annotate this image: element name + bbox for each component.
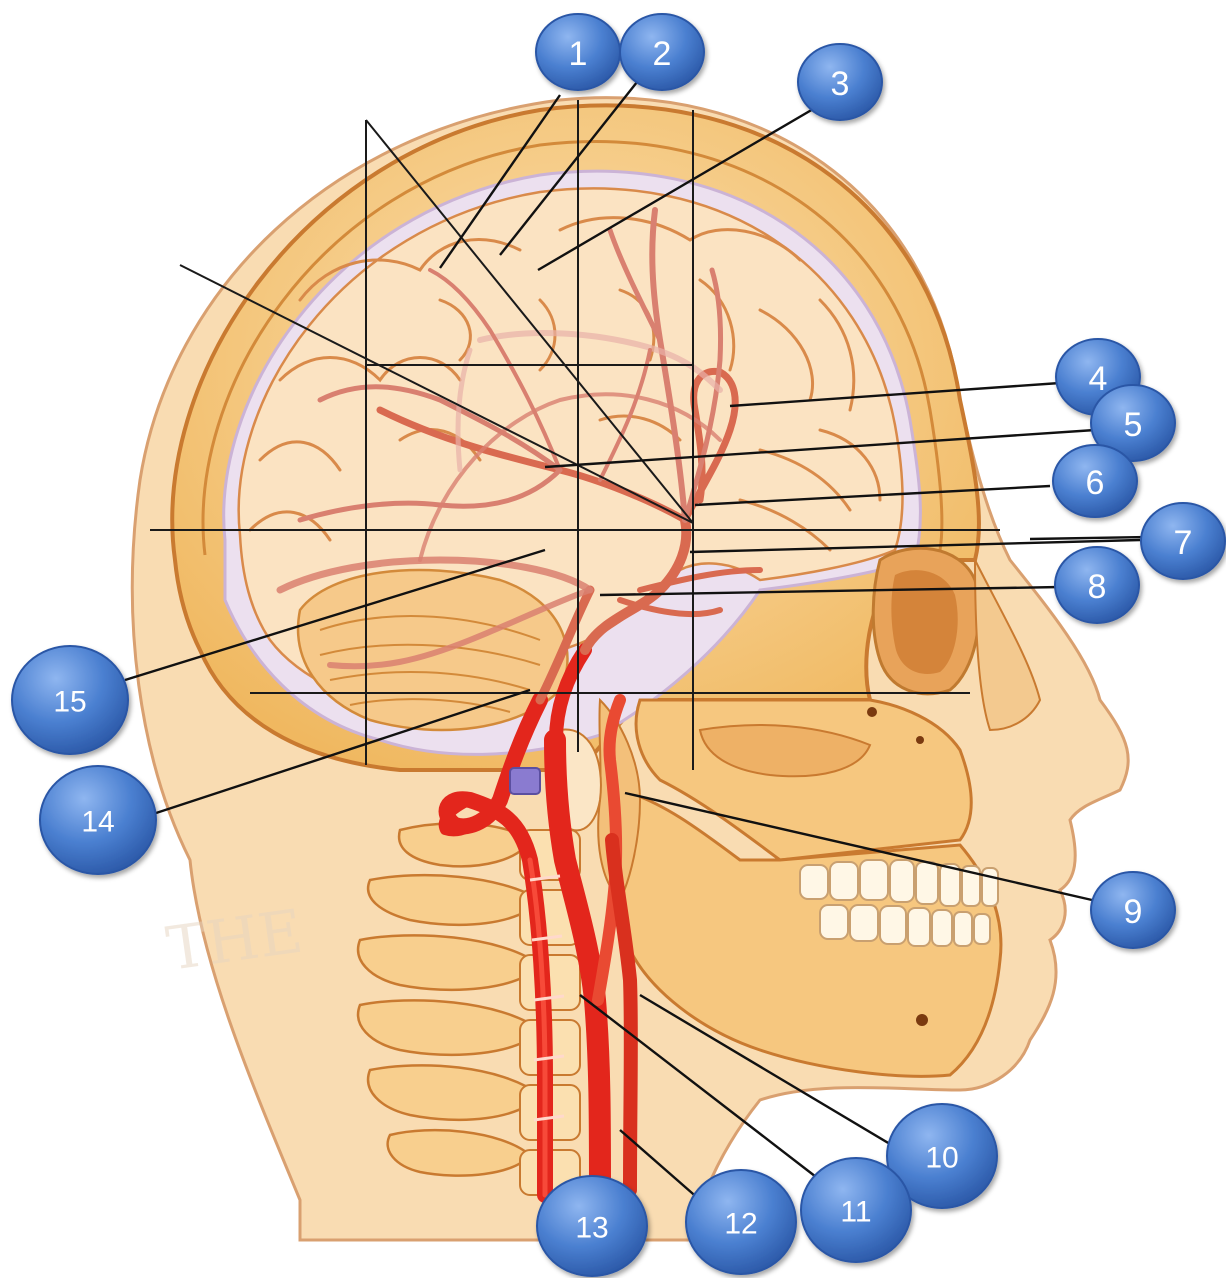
callout-15: 15 — [12, 646, 128, 754]
atlas-transverse-foramen — [510, 768, 540, 794]
callout-2: 2 — [620, 14, 704, 90]
callout-11: 11 — [801, 1158, 911, 1262]
infraorbital-foramen — [867, 707, 877, 717]
callout-8: 8 — [1055, 547, 1139, 623]
callout-9-label: 9 — [1124, 893, 1143, 931]
callout-14-label: 14 — [81, 806, 114, 839]
callout-7-label: 7 — [1174, 524, 1193, 562]
callout-1: 1 — [536, 14, 620, 90]
callout-6-label: 6 — [1086, 464, 1105, 502]
callout-1-label: 1 — [569, 35, 588, 73]
callout-4-label: 4 — [1089, 360, 1108, 398]
callout-8-label: 8 — [1088, 568, 1107, 606]
callout-5-label: 5 — [1124, 406, 1143, 444]
callout-11-label: 11 — [840, 1196, 871, 1229]
callout-10-label: 10 — [925, 1142, 958, 1175]
callout-6: 6 — [1053, 445, 1137, 517]
callout-14: 14 — [40, 766, 156, 874]
mental-foramen — [916, 1014, 928, 1026]
foramen-small — [916, 736, 924, 744]
callout-12-label: 12 — [724, 1208, 757, 1241]
callout-12: 12 — [686, 1170, 796, 1274]
callout-13: 13 — [537, 1176, 647, 1276]
callout-15-label: 15 — [53, 686, 86, 719]
callout-9: 9 — [1091, 872, 1175, 948]
callout-13-label: 13 — [575, 1212, 608, 1245]
orbit-inner — [891, 570, 957, 674]
callout-2-label: 2 — [653, 35, 672, 73]
callout-3-label: 3 — [831, 65, 850, 103]
callout-7: 7 — [1141, 503, 1225, 579]
callout-3: 3 — [798, 44, 882, 120]
